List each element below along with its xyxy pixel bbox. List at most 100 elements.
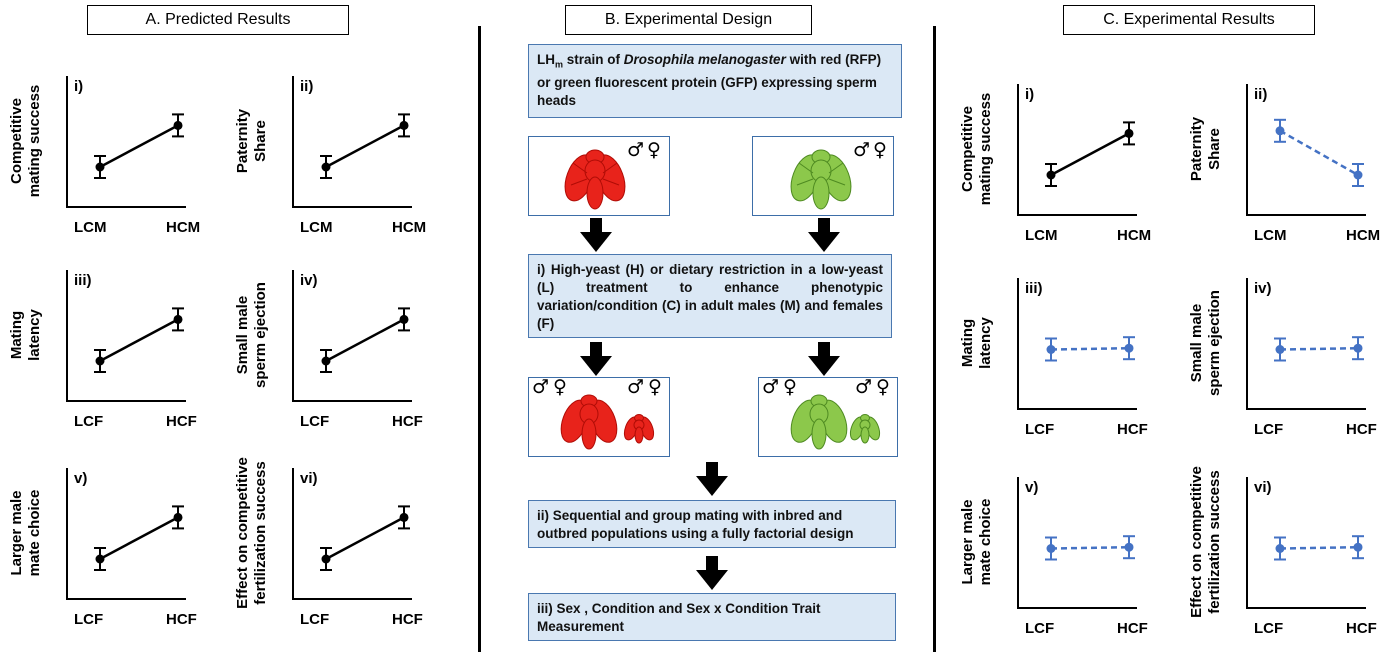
y-axis-label-line: Share xyxy=(1206,128,1223,170)
male-symbol-icon: ♂ xyxy=(855,376,873,398)
section-c-title: C. Experimental Results xyxy=(1063,5,1315,35)
point-marker xyxy=(95,162,105,172)
x-label-high: HCF xyxy=(392,413,423,430)
panel-number: i) xyxy=(1025,86,1035,103)
male-symbol-icon: ♂ xyxy=(532,376,550,398)
y-axis-label-line: Mating xyxy=(8,310,25,360)
divider-left xyxy=(478,26,481,652)
y-axis-label-line: Small male xyxy=(234,295,251,375)
point-marker xyxy=(1275,345,1285,354)
green-fly-icon xyxy=(790,149,852,210)
data-point-LCF xyxy=(94,349,106,373)
x-label-low: LCF xyxy=(74,413,104,430)
panel-plot xyxy=(320,113,410,179)
panel-number: iii) xyxy=(1025,280,1043,297)
arrow-down-icon xyxy=(808,218,840,252)
female-symbol-icon: ♀ xyxy=(648,376,662,398)
point-marker xyxy=(399,120,409,130)
point-marker xyxy=(1275,544,1285,553)
male-symbol-icon: ♂ xyxy=(762,376,780,398)
y-axis-label-line: Larger male xyxy=(959,499,976,585)
predicted-panel-1: i) xyxy=(66,76,186,208)
flow-arrows xyxy=(580,218,840,590)
x-label-high: HCF xyxy=(392,611,423,628)
x-label-high: HCF xyxy=(166,611,197,628)
point-marker xyxy=(1124,542,1134,552)
green-pair-frame xyxy=(758,377,898,457)
section-a-title: A. Predicted Results xyxy=(87,5,349,35)
data-point-LCM xyxy=(1045,163,1057,187)
data-point-HCF xyxy=(1352,535,1364,560)
strain-text-post: with red (RFP) or green fluorescent prot… xyxy=(537,52,882,108)
result-panel-6: vi) xyxy=(1246,477,1366,609)
data-point-HCM xyxy=(1352,163,1364,187)
data-point-HCF xyxy=(398,505,410,530)
panel-number: i) xyxy=(74,78,84,95)
x-label-low: LCM xyxy=(74,219,107,236)
data-point-LCF xyxy=(320,547,332,571)
data-point-LCF xyxy=(1274,337,1286,362)
point-marker xyxy=(173,120,183,130)
point-marker xyxy=(1046,345,1056,354)
panel-plot xyxy=(320,505,410,571)
red-pair-frame xyxy=(528,377,670,457)
arrow-down-icon xyxy=(696,556,728,590)
result-panel-2: ii) xyxy=(1246,84,1366,216)
x-label-high: HCF xyxy=(1117,620,1148,637)
y-axis-label-line: mate choice xyxy=(26,489,43,577)
x-label-high: HCM xyxy=(392,219,427,236)
x-label-low: LCM xyxy=(1025,227,1058,244)
data-point-HCF xyxy=(1123,336,1135,361)
arrow-down-icon xyxy=(808,342,840,376)
arrow-down-icon xyxy=(580,342,612,376)
male-symbol-icon: ♂ xyxy=(627,139,645,161)
x-label-high: HCF xyxy=(1117,421,1148,438)
data-point-LCM xyxy=(1274,118,1286,143)
x-label-high: HCF xyxy=(166,413,197,430)
trend-line xyxy=(99,516,179,561)
point-marker xyxy=(1275,126,1285,136)
panel-plot xyxy=(1045,121,1135,187)
y-axis-label-line: fertilization success xyxy=(1206,470,1223,614)
point-marker xyxy=(321,356,331,366)
y-axis-label-line: Mating xyxy=(959,318,976,368)
y-axis-label-line: latency xyxy=(26,309,43,361)
point-marker xyxy=(1353,170,1363,180)
predicted-panel-2: ii) xyxy=(292,76,412,208)
trend-line xyxy=(1050,132,1130,177)
point-marker xyxy=(173,512,183,522)
y-axis-label-line: Paternity xyxy=(234,108,251,174)
x-label-high: HCM xyxy=(166,219,201,236)
green-fly-pair-icon xyxy=(790,394,881,450)
y-axis-label-line: Effect on competitive xyxy=(1188,466,1205,618)
point-marker xyxy=(95,356,105,366)
female-symbol-icon: ♀ xyxy=(876,376,890,398)
x-label-low: LCF xyxy=(300,413,330,430)
y-axis-label-line: sperm ejection xyxy=(1206,290,1223,396)
data-point-HCF xyxy=(1123,535,1135,560)
y-axis-label-line: mating success xyxy=(977,92,994,206)
data-point-HCF xyxy=(172,307,184,332)
point-marker xyxy=(95,554,105,564)
y-axis-label-line: Small male xyxy=(1188,303,1205,383)
y-axis-label-line: Effect on competitive xyxy=(234,457,251,609)
step-1-box: i) High-yeast (H) or dietary restriction… xyxy=(528,254,892,338)
trend-line xyxy=(325,124,405,169)
y-axis-label-line: fertilization success xyxy=(252,461,269,605)
strain-box: LHm strain of Drosophila melanogaster wi… xyxy=(528,44,902,118)
data-point-LCF xyxy=(320,349,332,373)
male-symbol-icon: ♂ xyxy=(853,139,871,161)
panel-number: iv) xyxy=(1254,280,1272,297)
y-axis-label-line: sperm ejection xyxy=(252,282,269,388)
predicted-panel-5: v) xyxy=(66,468,186,600)
x-label-low: LCF xyxy=(300,611,330,628)
strain-name: LH xyxy=(537,52,555,67)
